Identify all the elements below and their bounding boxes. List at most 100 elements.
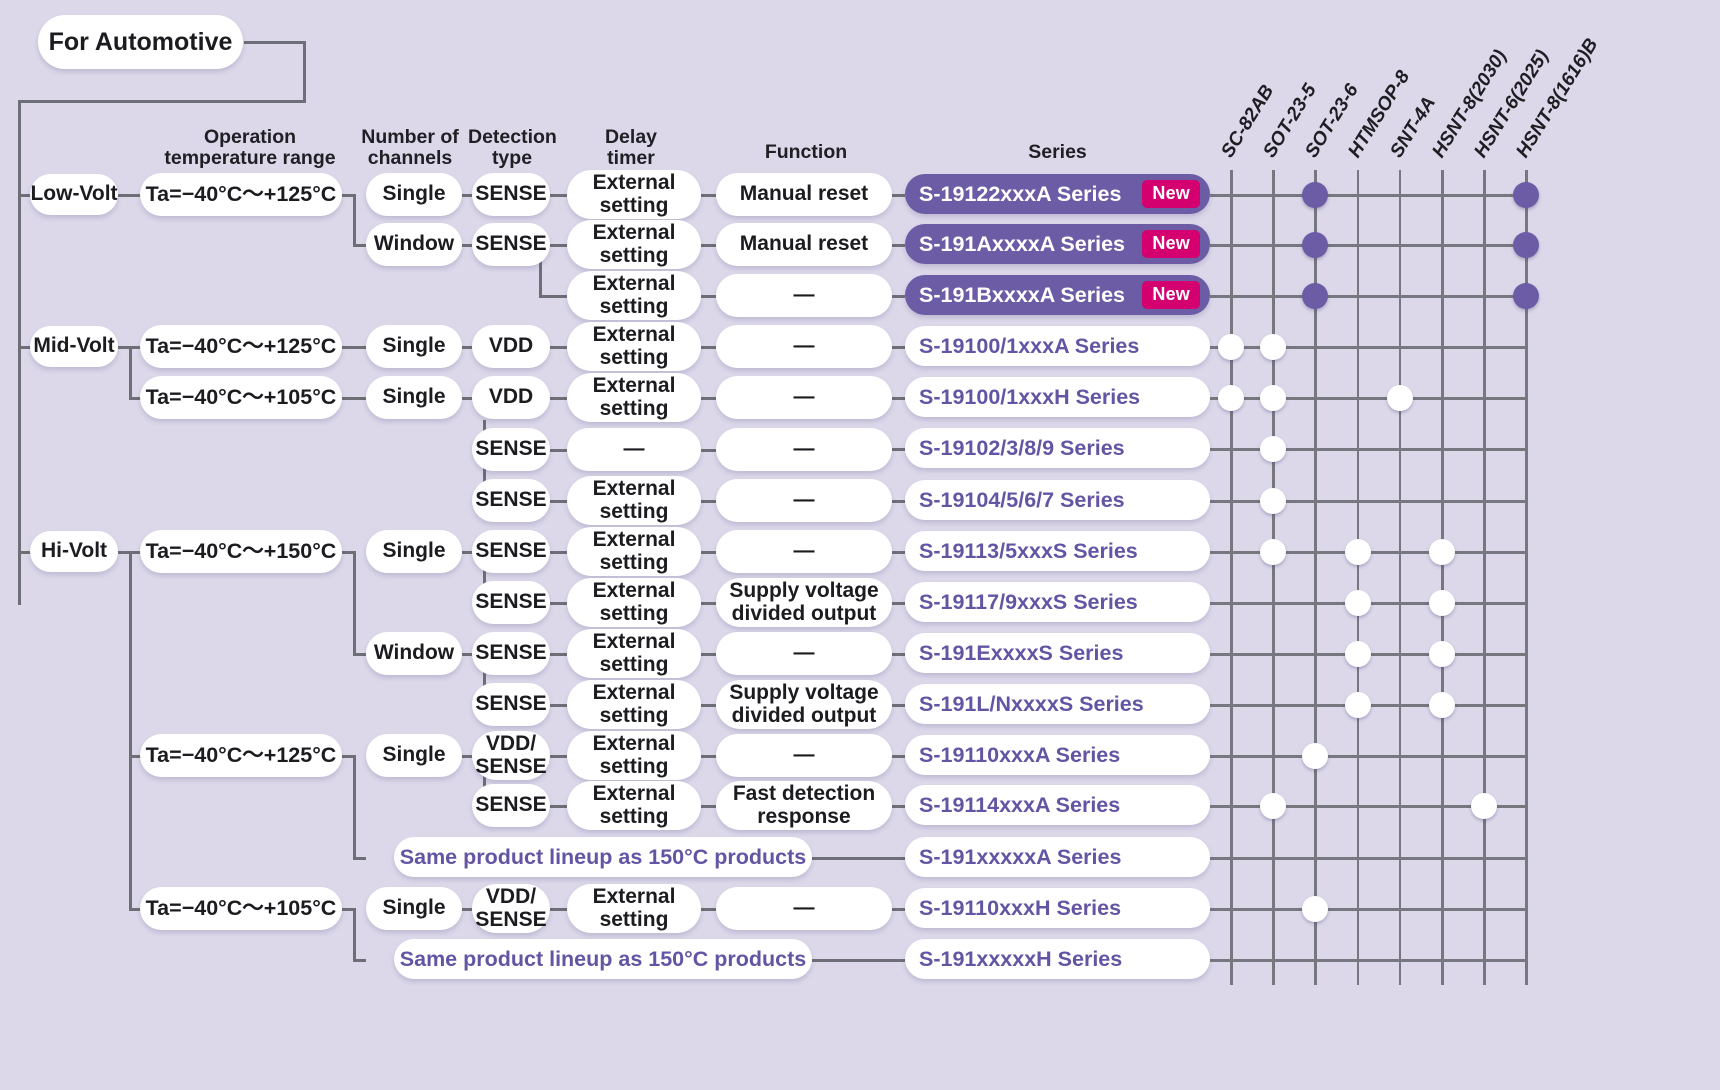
channel-node-7[interactable]: Single [366,887,462,930]
grid-dot-r7-c3[interactable] [1344,539,1371,565]
channel-node-1[interactable]: Window [366,223,462,266]
delay-node-6[interactable]: External setting [567,476,701,525]
series-row-7[interactable]: S-19113/5xxxS Series [905,531,1210,571]
grid-dot-r7-c5[interactable] [1429,539,1455,565]
function-node-7[interactable]: — [716,530,892,573]
series-row-6[interactable]: S-19104/5/6/7 Series [905,480,1210,520]
grid-dot-r6-c1[interactable] [1260,488,1287,514]
series-row-14[interactable]: S-19110xxxH Series [905,888,1210,928]
grid-dot-r12-c1[interactable] [1260,793,1287,819]
series-row-13[interactable]: S-191xxxxxA Series [905,837,1210,877]
function-node-11[interactable]: — [716,734,892,777]
detection-node-8[interactable]: SENSE [472,632,550,675]
channel-node-2[interactable]: Single [366,325,462,368]
delay-node-2[interactable]: External setting [567,271,701,320]
channel-node-5[interactable]: Window [366,632,462,675]
grid-dot-r4-c0[interactable] [1218,385,1244,411]
grid-dot-r4-c4[interactable] [1386,385,1413,411]
temperature-range-2[interactable]: Ta=−40°C～+105°C [140,376,342,419]
detection-node-2[interactable]: VDD [472,325,550,368]
function-node-3[interactable]: — [716,325,892,368]
delay-node-11[interactable]: External setting [567,731,701,780]
function-node-12[interactable]: Fast detection response [716,781,892,830]
function-node-9[interactable]: — [716,632,892,675]
function-node-6[interactable]: — [716,479,892,522]
grid-dot-r2-c7[interactable] [1513,283,1540,309]
voltage-group-2[interactable]: Hi-Volt [30,531,118,572]
grid-dot-r1-c7[interactable] [1513,232,1540,258]
function-node-4[interactable]: — [716,376,892,419]
detection-node-4[interactable]: SENSE [472,428,550,471]
grid-dot-r8-c5[interactable] [1429,590,1455,616]
series-row-10[interactable]: S-191L/NxxxxS Series [905,684,1210,724]
series-row-11[interactable]: S-19110xxxA Series [905,735,1210,775]
delay-node-12[interactable]: External setting [567,781,701,830]
temperature-range-3[interactable]: Ta=−40°C～+150°C [140,530,342,573]
function-node-10[interactable]: Supply voltage divided output [716,680,892,729]
grid-dot-r10-c3[interactable] [1344,692,1371,718]
channel-node-0[interactable]: Single [366,173,462,216]
voltage-group-1[interactable]: Mid-Volt [30,326,118,367]
temperature-range-1[interactable]: Ta=−40°C～+125°C [140,325,342,368]
series-row-5[interactable]: S-19102/3/8/9 Series [905,428,1210,468]
delay-node-7[interactable]: External setting [567,527,701,576]
voltage-group-0[interactable]: Low-Volt [30,174,118,215]
function-node-13[interactable]: — [716,887,892,930]
detection-node-0[interactable]: SENSE [472,173,550,216]
detection-node-3[interactable]: VDD [472,376,550,419]
grid-dot-r5-c1[interactable] [1260,436,1287,462]
channel-node-6[interactable]: Single [366,734,462,777]
detection-node-12[interactable]: VDD/ SENSE [472,884,550,933]
detection-node-10[interactable]: VDD/ SENSE [472,731,550,780]
delay-node-0[interactable]: External setting [567,170,701,219]
grid-dot-r1-c2[interactable] [1302,232,1329,258]
detection-node-9[interactable]: SENSE [472,683,550,726]
grid-dot-r11-c2[interactable] [1302,743,1329,769]
series-row-3[interactable]: S-19100/1xxxA Series [905,326,1210,366]
delay-node-3[interactable]: External setting [567,322,701,371]
grid-dot-r12-c6[interactable] [1471,793,1498,819]
grid-dot-r10-c5[interactable] [1429,692,1455,718]
function-node-8[interactable]: Supply voltage divided output [716,578,892,627]
grid-dot-r8-c3[interactable] [1344,590,1371,616]
grid-dot-r14-c2[interactable] [1302,896,1329,922]
delay-node-13[interactable]: External setting [567,884,701,933]
delay-node-9[interactable]: External setting [567,629,701,678]
function-node-2[interactable]: — [716,274,892,317]
series-row-8[interactable]: S-19117/9xxxS Series [905,582,1210,622]
delay-node-4[interactable]: External setting [567,373,701,422]
grid-dot-r2-c2[interactable] [1302,283,1329,309]
delay-node-10[interactable]: External setting [567,680,701,729]
series-row-15[interactable]: S-191xxxxxH Series [905,939,1210,979]
channel-node-3[interactable]: Single [366,376,462,419]
grid-dot-r3-c0[interactable] [1218,334,1244,360]
detection-node-7[interactable]: SENSE [472,581,550,624]
note-pill-1[interactable]: Same product lineup as 150°C products [394,939,812,979]
detection-node-6[interactable]: SENSE [472,530,550,573]
grid-dot-r3-c1[interactable] [1260,334,1287,360]
channel-node-4[interactable]: Single [366,530,462,573]
grid-dot-r4-c1[interactable] [1260,385,1287,411]
function-node-5[interactable]: — [716,428,892,471]
grid-dot-r9-c3[interactable] [1344,641,1371,667]
series-row-4[interactable]: S-19100/1xxxH Series [905,377,1210,417]
detection-node-5[interactable]: SENSE [472,479,550,522]
function-node-1[interactable]: Manual reset [716,223,892,266]
detection-node-11[interactable]: SENSE [472,784,550,827]
grid-dot-r7-c1[interactable] [1260,539,1287,565]
temperature-range-0[interactable]: Ta=−40°C～+125°C [140,173,342,216]
series-row-9[interactable]: S-191ExxxxS Series [905,633,1210,673]
delay-node-1[interactable]: External setting [567,220,701,269]
function-node-0[interactable]: Manual reset [716,173,892,216]
temperature-range-4[interactable]: Ta=−40°C～+125°C [140,734,342,777]
series-row-12[interactable]: S-19114xxxA Series [905,785,1210,825]
grid-dot-r9-c5[interactable] [1429,641,1455,667]
grid-dot-r0-c7[interactable] [1513,182,1540,208]
delay-node-8[interactable]: External setting [567,578,701,627]
note-pill-0[interactable]: Same product lineup as 150°C products [394,837,812,877]
delay-node-5[interactable]: — [567,428,701,471]
detection-node-1[interactable]: SENSE [472,223,550,266]
grid-dot-r0-c2[interactable] [1302,182,1329,208]
